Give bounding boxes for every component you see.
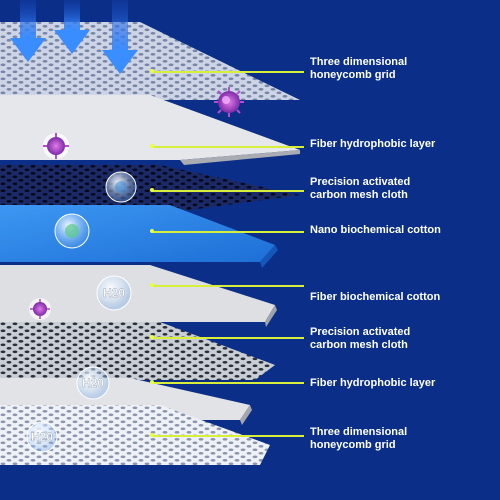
virus-icon [43,133,69,159]
leader-dot-layer-1 [150,69,154,73]
layer-label: Precision activated carbon mesh cloth [310,176,411,201]
leader-line-layer-3 [152,190,304,192]
leader-dot-layer-3 [150,188,154,192]
bubble-icon [26,421,58,453]
down-arrow-icon [102,0,138,74]
layer-label: Three dimensional honeycomb grid [310,56,408,81]
nano-cotton-sheet [0,205,275,262]
fiber-hydrophobic-sheet-upper [0,95,300,160]
layer-label: Nano biochemical cotton [310,224,441,236]
leader-line-layer-5 [152,285,304,287]
down-arrow-icon [54,0,90,54]
carbon-mesh-sheet-upper [0,165,300,210]
leader-line-layer-6 [152,337,304,339]
leader-line-layer-2 [152,146,304,148]
bubble-icon [105,171,137,203]
leader-dot-layer-2 [150,144,154,148]
bubble-icon [96,275,132,311]
virus-icon [29,298,51,320]
leader-dot-layer-5 [150,283,154,287]
fiber-cotton-sheet [0,265,275,322]
bubble-label: H20 [82,376,104,390]
bubble-icon [54,213,90,249]
layer-label: Fiber hydrophobic layer [310,377,436,389]
layer-label: Precision activated carbon mesh cloth [310,326,411,351]
leader-line-layer-8 [152,435,304,437]
leader-line-layer-4 [152,231,304,233]
leader-dot-layer-8 [150,433,154,437]
down-arrow-icon [10,0,46,62]
bubble-label: H20 [103,286,125,300]
carbon-mesh-sheet-lower [0,322,275,380]
layer-label: Fiber hydrophobic layer [310,138,436,150]
bubble-label: H20 [31,430,53,444]
leader-line-layer-7 [152,382,304,384]
layer-label: Fiber biochemical cotton [310,291,441,303]
leader-dot-layer-4 [150,229,154,233]
leader-dot-layer-6 [150,335,154,339]
honeycomb-grid-top-shade [0,22,300,100]
bubble-icon [76,366,110,400]
leader-dot-layer-7 [150,380,154,384]
virus-icon [214,87,244,117]
layer-label: Three dimensional honeycomb grid [310,426,408,451]
leader-line-layer-1 [152,71,304,73]
honeycomb-grid-bottom-sheet [0,405,270,465]
